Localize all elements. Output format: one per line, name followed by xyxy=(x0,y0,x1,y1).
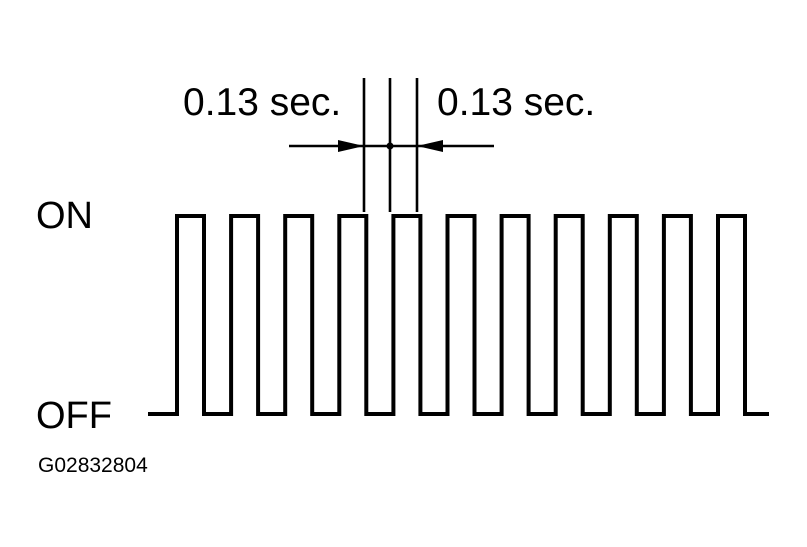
on-time-label: 0.13 sec. xyxy=(183,81,341,124)
arrow-left-icon xyxy=(417,140,443,152)
arrow-right-icon xyxy=(338,140,364,152)
center-dot-icon xyxy=(386,142,394,150)
off-time-label: 0.13 sec. xyxy=(437,81,595,124)
on-state-label: ON xyxy=(36,195,93,237)
off-state-label: OFF xyxy=(36,395,112,437)
dimension-arrows xyxy=(338,140,443,152)
figure-id: G02832804 xyxy=(38,454,148,477)
square-waveform xyxy=(148,214,769,416)
